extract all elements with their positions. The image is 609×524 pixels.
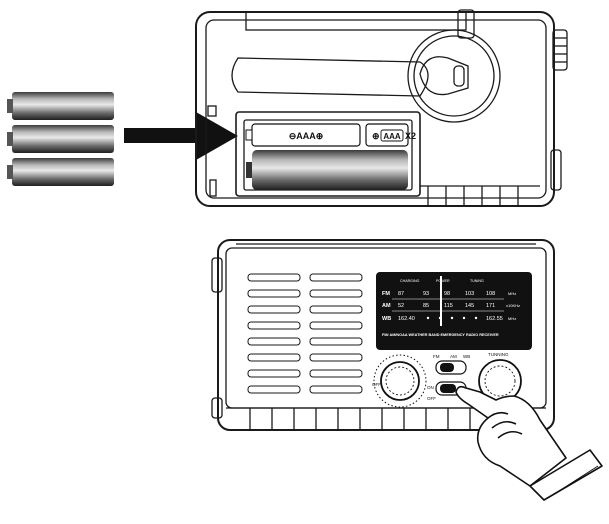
tuning-indicator-label: TUNING bbox=[470, 279, 484, 283]
dial-value: 145 bbox=[465, 303, 474, 309]
battery bbox=[7, 158, 114, 186]
dial-caption: FM/ AM/NOAA WEATHER BAND EMERGENCY RADIO… bbox=[382, 333, 499, 337]
tuning-dial-display: CHARGING POWER TUNING FM 87 93 98 103 10… bbox=[376, 272, 532, 350]
power-on-label: ON bbox=[427, 385, 434, 390]
volume-off-label: OFF bbox=[372, 382, 381, 387]
dial-value: 162.55 bbox=[486, 316, 503, 322]
band-option-am: AM bbox=[450, 354, 457, 359]
battery-type-label: ⊕ AAA X2 bbox=[372, 129, 416, 142]
dial-value: 85 bbox=[423, 303, 429, 309]
wb-channel-dot bbox=[426, 316, 430, 320]
wb-channel-dot bbox=[462, 316, 466, 320]
radio-back-view bbox=[195, 9, 568, 207]
battery bbox=[7, 92, 114, 120]
fm-band-row: FM 87 93 98 103 108 MHz bbox=[382, 291, 516, 300]
positive-sign-text: ⊕ bbox=[372, 131, 380, 141]
band-label-am: AM bbox=[382, 303, 391, 309]
tuning-knob[interactable]: TUNNING bbox=[478, 352, 522, 403]
installed-battery-bottom bbox=[246, 150, 408, 190]
band-option-fm: FM bbox=[433, 354, 440, 359]
tuning-needle bbox=[440, 276, 442, 326]
insert-arrow-icon bbox=[124, 112, 238, 160]
band-label-fm: FM bbox=[382, 291, 390, 297]
tuning-knob-label: TUNNING bbox=[488, 352, 509, 357]
wb-channel-dot bbox=[450, 316, 454, 320]
charging-indicator-label: CHARGING bbox=[400, 279, 420, 283]
unit-label: x10KHz bbox=[506, 303, 520, 308]
speaker-grille bbox=[247, 273, 363, 394]
wb-channel-dot bbox=[438, 316, 442, 320]
am-band-row: AM 52 85 115 145 171 x10KHz bbox=[382, 303, 520, 312]
dial-value: 103 bbox=[465, 291, 474, 297]
dial-value: 93 bbox=[423, 291, 429, 297]
band-selector-switch[interactable]: FM AM WB bbox=[433, 354, 470, 375]
dial-value: 52 bbox=[398, 303, 404, 309]
polarity-text: ⊖AAA⊕ bbox=[289, 131, 324, 141]
unit-label: MHz bbox=[508, 291, 516, 296]
volume-knob[interactable]: OFF bbox=[372, 354, 427, 408]
battery-quantity-text: X2 bbox=[405, 131, 416, 141]
band-option-wb: WB bbox=[463, 354, 470, 359]
dial-value: 98 bbox=[444, 291, 450, 297]
wb-channel-dot bbox=[474, 316, 478, 320]
dial-value: 108 bbox=[486, 291, 495, 297]
dial-value: 87 bbox=[398, 291, 404, 297]
battery-type-text: AAA bbox=[383, 132, 401, 141]
power-indicator-label: POWER bbox=[436, 279, 450, 283]
unit-label: MHz bbox=[508, 316, 516, 321]
band-label-wb: WB bbox=[382, 316, 391, 322]
loose-batteries bbox=[7, 92, 114, 186]
power-off-label: OFF bbox=[427, 396, 436, 401]
dial-value: 171 bbox=[486, 303, 495, 309]
dial-value: 162.40 bbox=[398, 316, 415, 322]
pointing-hand-icon bbox=[455, 385, 603, 501]
battery bbox=[7, 125, 114, 153]
wb-band-row: WB 162.40 162.55 MHz bbox=[382, 316, 516, 322]
battery-polarity-label: ⊖AAA⊕ bbox=[289, 131, 324, 141]
dial-value: 115 bbox=[444, 303, 453, 309]
